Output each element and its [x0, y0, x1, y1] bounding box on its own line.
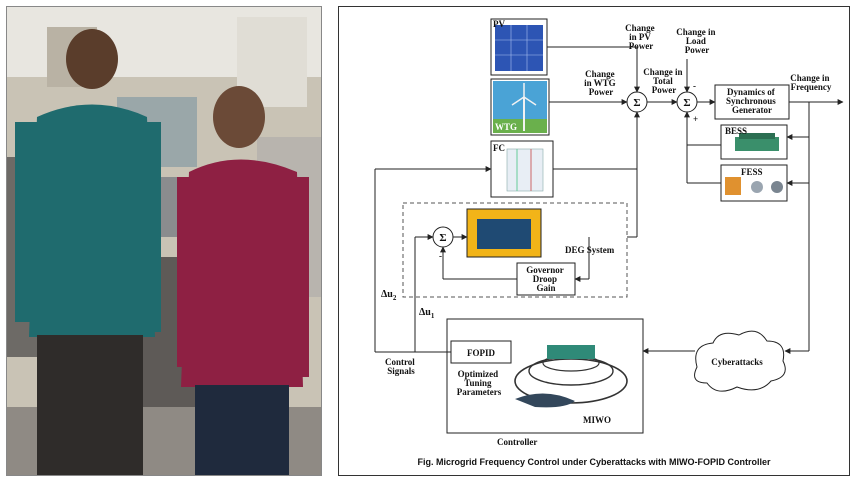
fess-label: FESS	[741, 167, 763, 177]
change-total-label: Change in Total Power	[643, 67, 685, 95]
block-diagram: PV WTG FC Change in PV Power Change in L…	[374, 18, 844, 467]
fc-block: FC	[490, 140, 554, 198]
svg-text:Σ: Σ	[683, 97, 690, 109]
change-wtg-label: Change in WTG Power	[584, 69, 618, 97]
pv-block: PV	[490, 18, 548, 76]
photo-researchers	[6, 6, 322, 476]
pv-label: PV	[493, 19, 505, 29]
control-signals-label: Control Signals	[385, 357, 417, 376]
delta-u1-label: Δu1	[419, 307, 435, 320]
change-frequency-label: Change in Frequency	[790, 73, 832, 92]
svg-text:-: -	[439, 251, 442, 261]
optimized-tuning-label: Optimized Tuning Parameters	[457, 369, 502, 397]
miwo-label: MIWO	[583, 415, 611, 425]
change-load-label: Change in Load Power	[676, 27, 718, 55]
miwo-illustration	[514, 345, 628, 408]
fopid-label: FOPID	[467, 348, 495, 358]
connections	[374, 46, 844, 354]
svg-text:Governor Droop: Governor Droop Gain	[526, 265, 566, 293]
controller-label: Controller	[497, 437, 537, 447]
svg-text:Σ: Σ	[439, 232, 446, 244]
wtg-label: WTG	[495, 122, 517, 132]
summing-junction-2: Σ - +	[676, 81, 698, 124]
fess-block: FESS	[720, 164, 788, 202]
deg-system-group: DEG System Σ - Governor Droop Gain	[402, 202, 628, 298]
svg-text:-: -	[693, 81, 696, 91]
cyberattacks-label: Cyberattacks	[711, 357, 763, 367]
bess-label: BESS	[725, 126, 747, 136]
svg-text:Dynamics of Synchronous: Dynamics of Synchronous Generator	[726, 87, 778, 115]
bess-block: BESS	[720, 124, 788, 160]
delta-u2-label: Δu2	[381, 289, 397, 302]
synchronous-generator-block: Dynamics of Synchronous Generator	[714, 84, 790, 120]
governor-droop-gain-block: Governor Droop Gain	[516, 262, 576, 296]
controller-block: FOPID Optimized Tuning Parameters MIWO C…	[446, 318, 644, 447]
diagram-panel: PV WTG FC Change in PV Power Change in L…	[338, 6, 850, 476]
summing-junction-1: Σ	[626, 91, 648, 113]
fc-label: FC	[493, 143, 505, 153]
change-pv-label: Change in PV Power	[625, 23, 657, 51]
figure-caption: Fig. Microgrid Frequency Control under C…	[417, 457, 771, 467]
svg-text:+: +	[693, 114, 698, 124]
cyberattacks-cloud: Cyberattacks	[694, 330, 786, 392]
svg-text:Σ: Σ	[633, 97, 640, 109]
photo-illustration	[7, 7, 321, 475]
wtg-block: WTG	[490, 78, 550, 136]
deg-system-label: DEG System	[565, 245, 615, 255]
